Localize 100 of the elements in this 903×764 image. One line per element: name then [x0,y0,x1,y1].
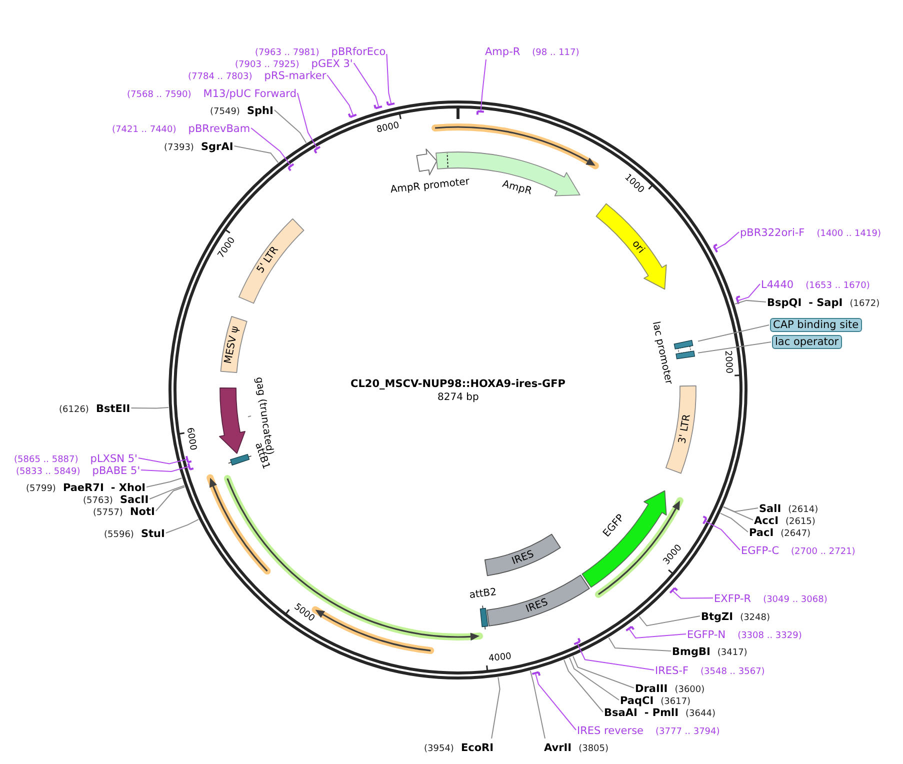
leader-line [737,284,760,302]
leader-line [296,92,318,149]
primer-name: IRES reverse [577,724,644,736]
leader-line [569,657,620,700]
primer-name: pBABE 5' [92,464,140,476]
feature-label: IRES [510,548,535,568]
enzyme-name: PaqCI [620,694,654,706]
leader-line [491,676,500,739]
enzyme-name: SphI [246,104,274,116]
plasmid-length: 8274 bp [438,392,479,402]
enzyme-name: StuI [140,528,165,540]
coordinate-label: 6000 [184,427,198,452]
leader-line [720,512,748,532]
leader-line [628,628,686,638]
coordinate-label: 8000 [376,120,400,136]
enzyme-name: PaeR7I [62,482,104,494]
enzyme-name: BsaAI [604,706,638,718]
primer-name: pBR322ori-F [740,226,805,238]
site-position: (2614) [788,504,818,516]
primer-position: (7963 .. 7981) [255,46,320,58]
enzyme-name: NotI [130,506,155,518]
site-position: (1672) [850,298,880,310]
leader-line [353,62,380,108]
enzyme-name: - XhoI [110,482,146,494]
site-position: (3805) [578,742,609,754]
leader-line [250,128,292,166]
leader-line [572,656,634,688]
primer-position: (5833 .. 5849) [16,466,80,478]
primer-name: pLXSN 5' [90,452,138,464]
primer-name: pBRforEco [331,46,386,58]
site-position: (5757) [93,506,123,518]
primer-position: (7568 .. 7590) [127,88,192,100]
site-position: (5763) [83,494,113,506]
site-position: (7393) [164,142,194,154]
feature-label: MESV ψ [223,326,242,365]
leader-line [722,506,754,520]
leader-line [530,670,546,739]
enzyme-name: - SapI [808,296,843,308]
leader-line [564,659,604,712]
site-position: (6126) [59,404,89,416]
leader-line [149,485,185,500]
coordinate-label: 2000 [722,350,734,374]
primer-position: (7421 .. 7440) [112,124,176,136]
leader-line [638,616,700,626]
feature-label: 5' LTR [256,244,282,275]
feature-label: attB2 [469,587,498,602]
leader-line [386,54,392,105]
primer-position: (98 .. 117) [532,46,580,58]
feature-callout: CAP binding site [770,318,862,332]
site-position: (3600) [674,684,705,696]
primer-name: IRES-F [655,664,689,676]
site-position: (3248) [740,612,770,624]
feature-label: IRES [524,597,550,616]
primer-name: L4440 [761,278,794,290]
primer-position: (7903 .. 7925) [235,58,300,70]
primer-name: M13/pUC Forward [203,88,296,100]
leader-line [130,407,170,409]
enzyme-name: BmgBI [672,646,710,658]
site-position: (5799) [26,482,56,494]
site-position: (5596) [104,528,134,540]
enzyme-name: AccI [754,514,778,526]
leader-line [715,232,740,250]
primer-position: (2700 .. 2721) [791,546,856,558]
leader-line [722,506,758,512]
site-position: (3644) [686,708,716,720]
plasmid-name: CL20_MSCV-NUP98::HOXA9-ires-GFP [350,378,566,390]
primer-position: (5865 .. 5887) [14,454,78,466]
primer-position: (3548 .. 3567) [700,666,765,678]
enzyme-name: DraIII [635,682,668,694]
primer-name: EXFP-R [714,592,752,604]
leader-line [146,478,182,488]
site-position: (2615) [785,516,816,528]
enzyme-name: BtgZI [701,610,734,622]
coordinate-label: 4000 [488,652,512,664]
leader-line [326,74,354,116]
site-position: (2647) [780,528,811,540]
enzyme-name: SgrAI [200,140,234,152]
primer-position: (3777 .. 3794) [656,726,720,738]
site-position: (3954) [424,742,454,754]
leader-line [234,146,279,163]
leader-line [698,342,772,354]
primer-position: (3308 .. 3329) [738,630,802,642]
feature-label: 3' LTR [676,413,693,444]
leader-line [734,300,766,304]
site-position: (3617) [660,696,691,708]
leader-line [704,520,740,550]
primer-position: (1653 .. 1670) [806,280,870,292]
leader-line [576,642,654,670]
primer-name: pRS-marker [264,70,326,82]
enzyme-name: SalI [759,502,782,514]
leader-line [138,458,188,464]
leader-line [140,466,190,472]
leader-line [698,324,770,342]
primer-name: Amp-R [485,46,520,58]
primer-name: EGFP-C [741,544,780,556]
feature-label: ori [630,238,646,256]
enzyme-name: BstEII [96,402,130,414]
site-position: (7549) [210,106,240,118]
enzyme-name: - PmlI [644,706,679,718]
leader-line [274,110,307,144]
